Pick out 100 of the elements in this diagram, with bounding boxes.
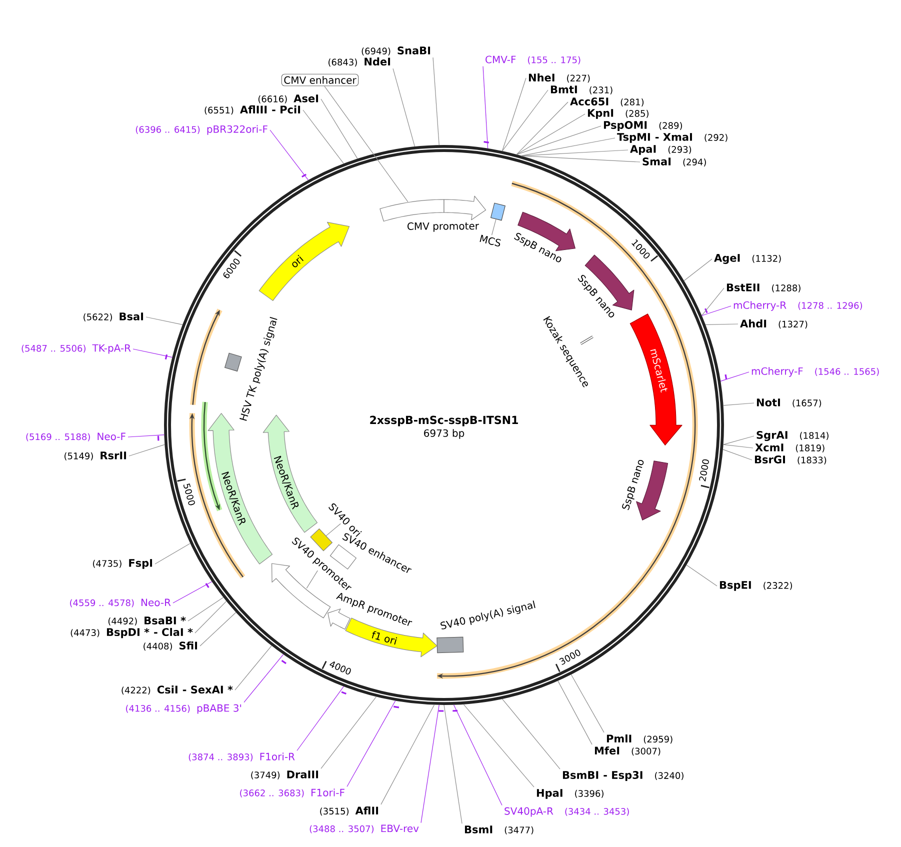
primer-label: (3488 .. 3507) EBV-rev [310, 824, 419, 834]
cut-site-label: KpnI (285) [588, 109, 648, 119]
cut-site-label: HpaI (3396) [536, 789, 604, 799]
leader-line [516, 102, 568, 155]
cut-site-label: PmlI (2959) [606, 734, 672, 744]
cut-site-label: (4473) BspDI * - ClaI * [70, 628, 193, 638]
leader-line [516, 114, 586, 155]
leader-line [520, 138, 616, 156]
feature-segment [380, 199, 444, 222]
leader-line [444, 704, 462, 824]
leader-line [326, 523, 341, 536]
feature-label: CMV promoter [408, 222, 479, 232]
primer-label: (3874 .. 3893) F1ori-R [188, 752, 295, 762]
leader-line [453, 704, 502, 806]
feature-label: SspB nano [514, 232, 562, 262]
cut-site-label: BsmI (3477) [464, 826, 534, 834]
cut-site-label: BstEII (1288) [726, 284, 800, 292]
feature-box [436, 636, 464, 654]
primer-label: (4136 .. 4156) pBABE 3' [126, 704, 242, 714]
leader-line [502, 90, 548, 152]
leader-line [244, 654, 284, 703]
feature-segment [444, 196, 486, 220]
primer-label: (5487 .. 5506) TK-pA-R [22, 344, 131, 354]
leader-line [723, 402, 754, 406]
cut-site-label: (6949) SnaBI [362, 46, 430, 56]
leader-line [128, 444, 165, 456]
leader-line [320, 696, 377, 769]
feature-label: MCS [480, 234, 501, 246]
leader-line [502, 78, 526, 152]
tick-label: 5000 [183, 484, 195, 506]
leader-line [502, 698, 560, 770]
leader-line [482, 66, 488, 149]
cut-site-label: Acc65I (281) [570, 98, 644, 106]
leader-line [701, 288, 724, 316]
cut-site-label: (6616) AseI [258, 94, 318, 104]
cut-site-label: TspMI - XmaI (292) [617, 133, 728, 143]
cut-site-label: BsrGI (1833) [754, 456, 826, 464]
cut-site-label: (4735) FspI [93, 559, 152, 569]
cut-site-label: (6551) AflIII - PciI [204, 105, 300, 115]
cut-site-label: (4222) CsiI - SexAI * [122, 685, 233, 695]
cut-site-label: BsmBI - Esp3I (3240) [562, 771, 684, 781]
primer-label: (5169 .. 5188) Neo-F [26, 432, 126, 442]
plasmid-name: 2xsspB-mSc-sspB-ITSN1 [370, 416, 518, 426]
plasmid-size: 6973 bp [424, 429, 464, 439]
leader-line [720, 372, 750, 382]
leader-line [346, 700, 396, 787]
leader-line [320, 98, 358, 159]
primer-label: (4559 .. 4578) Neo-R [70, 598, 171, 608]
leader-line [705, 324, 738, 325]
leader-line [722, 449, 752, 460]
leader-line [516, 126, 602, 155]
cut-site-label: BspEI (2322) [720, 581, 792, 591]
leader-line [520, 156, 640, 162]
leader-line [188, 597, 224, 622]
primer-label: CMV-F (155 .. 175) [486, 56, 580, 64]
sequence-mark [580, 336, 594, 345]
feature-segment: ori [258, 222, 350, 301]
cut-site-label: XcmI (1819) [755, 444, 824, 452]
cut-site-label: MfeI (3007) [594, 746, 660, 756]
cut-site-label: SgrAI (1814) [756, 430, 828, 442]
leader-line [306, 570, 318, 589]
leader-line [420, 704, 440, 824]
leader-line [194, 600, 227, 634]
primer-label: (3662 .. 3683) F1ori-F [240, 788, 344, 798]
leader-line [723, 444, 754, 448]
leader-line [432, 57, 440, 146]
leader-line [234, 645, 272, 690]
leader-line [302, 110, 344, 164]
leader-line [686, 564, 718, 586]
primer-label: mCherry-F (1546 .. 1565) [752, 367, 879, 377]
cut-site-label: (6843) NdeI [328, 57, 390, 67]
leader-line [132, 348, 173, 358]
label-box: CMV enhancer [281, 74, 359, 86]
leader-line [172, 581, 212, 604]
primer-label: (6396 .. 6415) pBR322ori-F [136, 125, 268, 135]
leader-line [296, 686, 344, 751]
cut-site-label: (3749) DraIII [251, 770, 318, 780]
cut-site-label: ApaI (293) [630, 145, 692, 155]
cut-site-label: BmtI (231) [550, 86, 612, 94]
cut-site-label: PspOMI (289) [604, 121, 682, 131]
cut-site-label: AhdI (1327) [740, 319, 808, 329]
primer-label: mCherry-R (1278 .. 1296) [734, 301, 862, 311]
cut-site-label: (3515) AflII [320, 806, 378, 816]
leader-line [128, 434, 164, 438]
cut-site-label: (4408) SfiI [144, 641, 198, 651]
leader-line [200, 612, 236, 646]
cut-site-label: AgeI (1132) [714, 254, 781, 264]
leader-line [324, 86, 408, 202]
leader-line [463, 704, 534, 788]
primer-label: SV40pA-R (3434 .. 3453) [504, 807, 629, 817]
orf-arc [201, 402, 222, 512]
leader-line [491, 218, 496, 236]
feature-segment [328, 608, 350, 630]
leader-line [380, 704, 435, 805]
leader-line [392, 68, 416, 147]
leader-line [146, 316, 183, 325]
leader-line [723, 436, 754, 445]
leader-line [701, 306, 732, 316]
feature-box [224, 352, 242, 372]
cut-site-label: (5622) BsaI [84, 312, 144, 322]
